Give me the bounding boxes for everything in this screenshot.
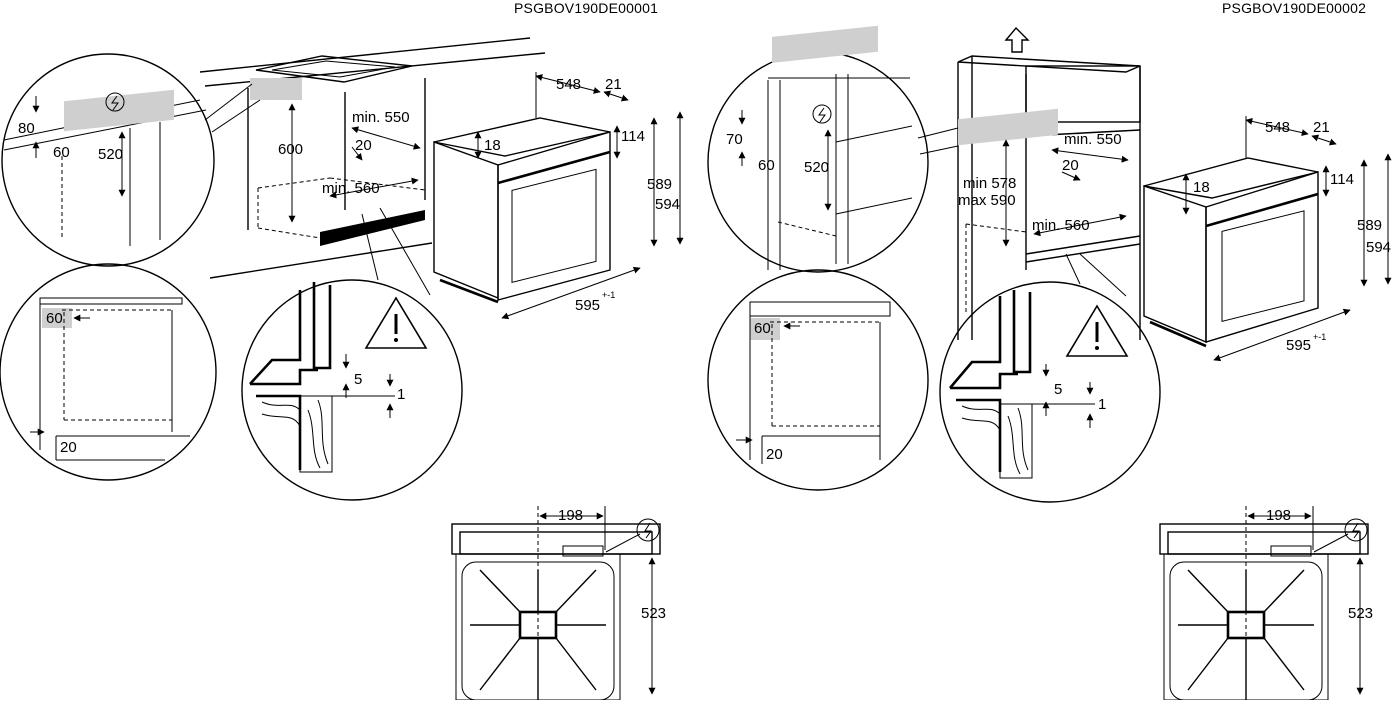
- power-symbol-icon: [105, 92, 125, 112]
- left-panel: 600 min. 550 20 min. 560 548 21 18 11: [0, 37, 684, 701]
- up-arrow-icon: [1004, 26, 1030, 53]
- left-oven: 548 21 18 114 589 594 595 +-1: [433, 72, 684, 320]
- right-niche-min-height: min 578: [963, 175, 1016, 192]
- right-bottom-view: 198 523: [1159, 506, 1373, 701]
- right-oven-panel: 114: [1330, 171, 1354, 188]
- left-bubble-mid-b: 20: [60, 439, 77, 456]
- left-oven-tolerance: +-1: [602, 290, 615, 300]
- left-oven-panel: 114: [621, 128, 645, 145]
- power-symbol-icon: [1344, 518, 1368, 542]
- right-bubble-top: 70 60 520: [707, 25, 959, 273]
- right-bubble-mid-a: 60: [754, 320, 771, 337]
- right-oven-front: 21: [1313, 119, 1330, 136]
- right-bottom-offset: 198: [1266, 507, 1291, 524]
- left-detail-step: 1: [397, 386, 405, 403]
- right-niche-offset: 20: [1062, 157, 1079, 174]
- left-detail-bubble: 5 1: [241, 207, 463, 501]
- right-oven-h1: 589: [1357, 217, 1382, 234]
- left-niche-min-width: min. 550: [352, 109, 410, 126]
- right-detail-step: 1: [1098, 396, 1106, 413]
- code-right: PSGBOV190DE00002: [1222, 0, 1366, 16]
- right-bubble-top-h: 70: [726, 131, 743, 148]
- code-left: PSGBOV190DE00001: [514, 0, 658, 16]
- right-niche-max-height: max 590: [958, 192, 1016, 209]
- left-oven-front: 21: [605, 76, 622, 93]
- right-detail-bubble: 5 1: [939, 253, 1161, 503]
- left-niche-offset: 20: [355, 137, 372, 154]
- left-oven-top: 18: [484, 137, 501, 154]
- right-detail-gap: 5: [1054, 381, 1062, 398]
- right-bottom-height: 523: [1348, 605, 1373, 622]
- left-bubble-mid: 60 20: [0, 263, 217, 481]
- power-symbol-icon: [636, 518, 660, 542]
- left-niche-min-depth: min. 560: [322, 180, 380, 197]
- left-bubble-top-d1: 60: [53, 144, 70, 161]
- right-bubble-top-d1: 60: [758, 157, 775, 174]
- left-bottom-view: 198 523: [451, 506, 666, 701]
- right-niche-min-depth: min. 560: [1032, 217, 1090, 234]
- right-oven-h2: 594: [1366, 239, 1391, 256]
- left-oven-depth: 548: [556, 76, 581, 93]
- right-oven-tolerance: +-1: [1313, 332, 1326, 342]
- left-bubble-top-h: 80: [18, 120, 35, 137]
- right-panel: min 578 max 590 min. 550 20 min. 560 548…: [707, 25, 1392, 701]
- power-symbol-icon: [812, 104, 832, 124]
- left-oven-width: 595: [575, 297, 600, 314]
- left-bottom-offset: 198: [558, 507, 583, 524]
- left-cabinet: 600 min. 550 20 min. 560: [199, 37, 546, 279]
- left-oven-h1: 589: [647, 176, 672, 193]
- left-bubble-top: 80 60 520: [1, 53, 261, 267]
- right-oven: 548 21 18 114 589 594 595 +-1: [1143, 116, 1392, 362]
- right-bubble-mid-b: 20: [766, 446, 783, 463]
- right-bubble-top-d2: 520: [804, 159, 829, 176]
- left-oven-h2: 594: [655, 196, 680, 213]
- right-bubble-mid: 60 20: [707, 269, 929, 491]
- right-oven-top: 18: [1193, 179, 1210, 196]
- left-niche-height: 600: [278, 141, 303, 158]
- left-bottom-height: 523: [641, 605, 666, 622]
- power-bolt-icon: [111, 95, 119, 111]
- left-detail-gap: 5: [354, 371, 362, 388]
- left-bubble-top-d2: 520: [98, 146, 123, 163]
- right-cabinet: min 578 max 590 min. 550 20 min. 560: [957, 55, 1141, 340]
- right-oven-width: 595: [1286, 337, 1311, 354]
- left-bubble-mid-a: 60: [46, 310, 63, 327]
- right-oven-depth: 548: [1265, 119, 1290, 136]
- right-niche-min-width: min. 550: [1064, 131, 1122, 148]
